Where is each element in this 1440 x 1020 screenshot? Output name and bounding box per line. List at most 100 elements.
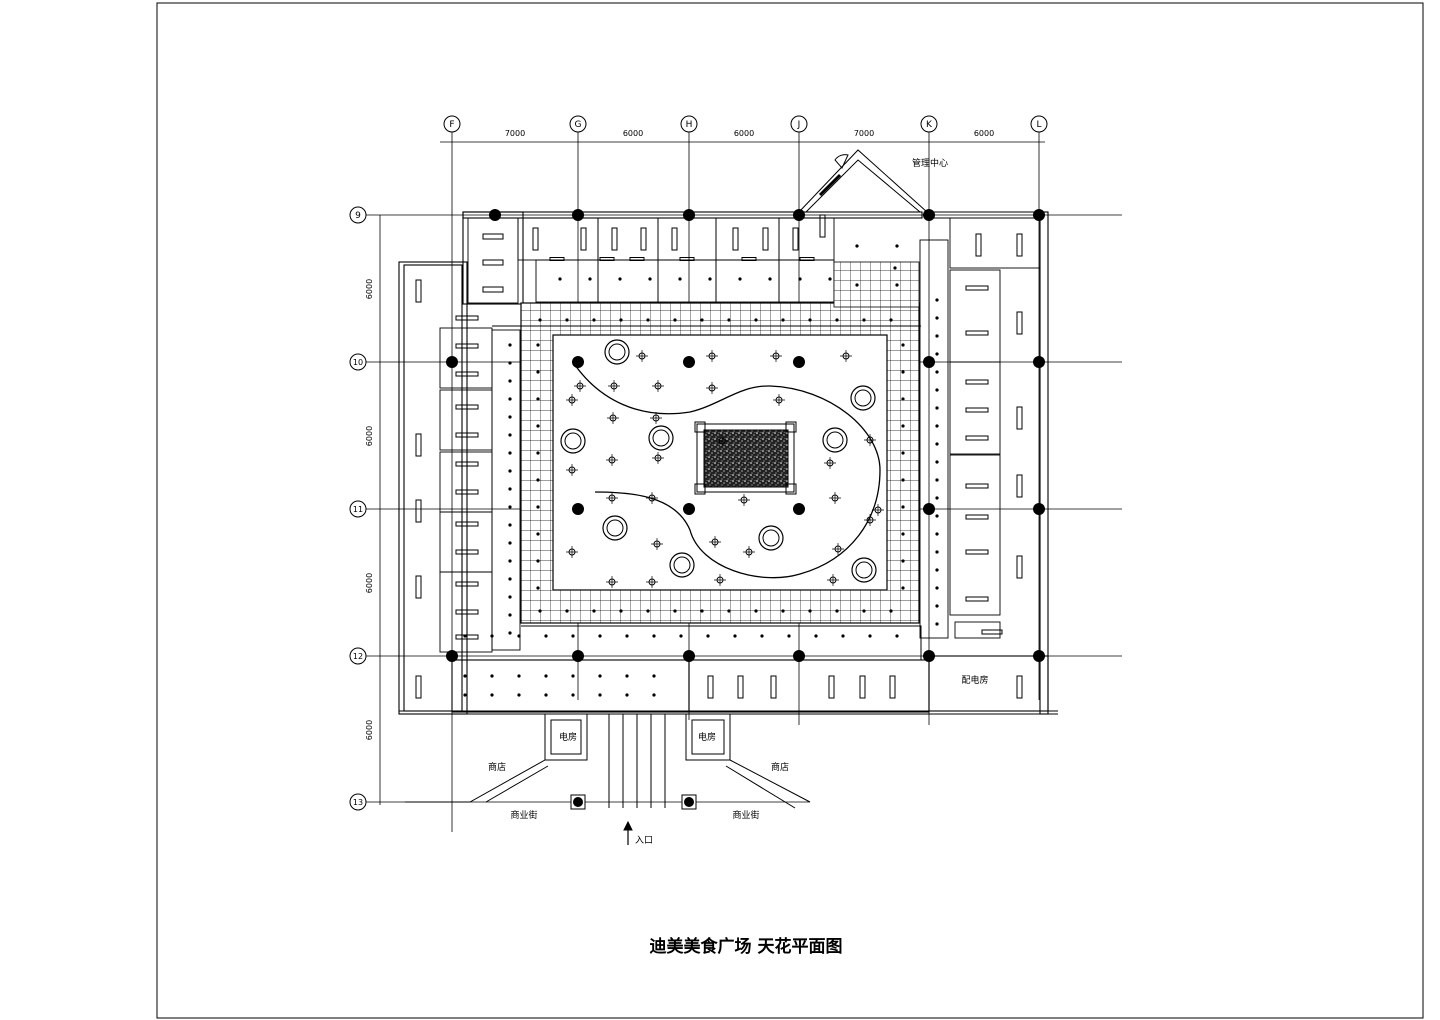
downlight-dot: [935, 514, 939, 518]
axis-label-col-f: F: [449, 120, 454, 130]
label-electric-room-left: 电房: [559, 731, 577, 743]
dim-col-1: 7000: [505, 129, 525, 138]
shelf-fixture: [770, 675, 777, 699]
downlight-dot: [536, 505, 540, 509]
downlight-dots: [463, 244, 939, 697]
downlight-dot: [598, 674, 602, 678]
room-labels: 管理中心 配电房 电房 电房 商店 商店 商业街 商业街 入口: [488, 157, 989, 846]
shelf-fixture: [455, 581, 479, 587]
ring-light-inner: [673, 556, 691, 574]
axis-labels: F G H J K L 9 10 11 12 13: [353, 120, 1042, 807]
downlight-dot: [508, 397, 512, 401]
downlight-dot: [625, 634, 629, 638]
shelf-fixture: [455, 634, 479, 640]
ceiling-lights: [560, 339, 884, 588]
axis-bubble-col-h: [680, 115, 698, 133]
structural-column: [684, 797, 694, 807]
downlight-dot: [463, 693, 467, 697]
spot-light-cross: [646, 492, 658, 504]
downlight-dot: [625, 674, 629, 678]
shelf-fixture: [415, 279, 422, 303]
downlight-dot: [935, 316, 939, 320]
axis-bubble-row-13: [349, 793, 367, 811]
shelf-fixture: [737, 675, 744, 699]
spot-light-cross: [607, 412, 619, 424]
spot-light-cross: [827, 574, 839, 586]
grid-ceiling-upper-right: [833, 261, 920, 308]
spot-light-cross: [832, 543, 844, 555]
spot-light-cross: [706, 350, 718, 362]
structural-column: [923, 503, 935, 515]
structural-column: [683, 503, 695, 515]
downlight-dot: [935, 388, 939, 392]
downlight-dot: [935, 622, 939, 626]
downlight-dot: [463, 634, 467, 638]
ring-light-inner: [564, 432, 582, 450]
downlight-dot: [508, 631, 512, 635]
downlight-dot: [625, 693, 629, 697]
downlight-dot: [646, 318, 650, 322]
corridor-outline: [492, 325, 922, 660]
downlight-dot: [679, 634, 683, 638]
downlight-dot: [727, 609, 731, 613]
shelf-fixture: [965, 285, 989, 291]
spot-light-cross: [608, 380, 620, 392]
downlight-dot: [508, 433, 512, 437]
downlight-dot: [787, 634, 791, 638]
dim-col-5: 6000: [974, 129, 994, 138]
dim-col-4: 7000: [854, 129, 874, 138]
downlight-dot: [536, 478, 540, 482]
shelf-fixture: [981, 629, 1003, 635]
downlight-dot: [508, 487, 512, 491]
ring-light-inner: [854, 389, 872, 407]
sheet-border: [156, 2, 1424, 1019]
downlight-dot: [508, 451, 512, 455]
entrance-area: [400, 713, 1058, 845]
drawing-title: 迪美美食广场 天花平面图: [650, 936, 843, 957]
downlight-dot: [901, 586, 905, 590]
downlight-dot: [544, 674, 548, 678]
downlight-dot: [508, 559, 512, 563]
shelf-fixture: [965, 483, 989, 489]
shelf-fixture: [828, 675, 835, 699]
shelf-fixture: [455, 404, 479, 410]
shelf-fixture: [455, 521, 479, 527]
spot-light-cross: [646, 576, 658, 588]
axis-label-row-11: 11: [353, 505, 363, 514]
structural-column: [572, 503, 584, 515]
structural-column: [793, 503, 805, 515]
downlight-dot: [893, 266, 897, 270]
downlight-dot: [508, 541, 512, 545]
shelf-fixture: [859, 675, 866, 699]
ring-light-inner: [762, 529, 780, 547]
downlight-dot: [652, 674, 656, 678]
shelf-fixture: [1016, 474, 1023, 498]
downlight-dot: [536, 424, 540, 428]
spot-light-cross: [651, 538, 663, 550]
downlight-dot: [508, 577, 512, 581]
spot-light-cross: [652, 380, 664, 392]
downlight-dot: [678, 277, 682, 281]
downlight-dot: [935, 352, 939, 356]
downlight-dot: [508, 469, 512, 473]
shelf-fixture: [1016, 406, 1023, 430]
downlight-dot: [508, 379, 512, 383]
downlight-dot: [935, 532, 939, 536]
downlight-dot: [598, 634, 602, 638]
downlight-dot: [781, 318, 785, 322]
downlight-dot: [700, 318, 704, 322]
downlight-dot: [490, 693, 494, 697]
spot-light-cross: [650, 412, 662, 424]
downlight-dot: [828, 277, 832, 281]
shelf-fixture: [415, 675, 422, 699]
downlight-dot: [508, 361, 512, 365]
spot-light-cross: [824, 457, 836, 469]
shelf-fixture: [965, 435, 989, 441]
shelf-fixture: [1016, 311, 1023, 335]
downlight-dot: [571, 634, 575, 638]
spot-light-cross: [606, 492, 618, 504]
fixtures: [415, 214, 1023, 699]
shelf-fixture: [975, 233, 982, 257]
axis-bubble-row-12: [349, 647, 367, 665]
